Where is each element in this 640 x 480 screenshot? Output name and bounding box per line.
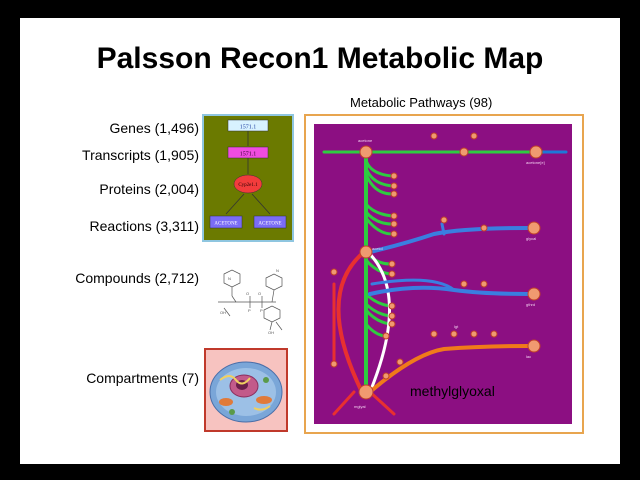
map-node-acetone: acetone [358, 138, 373, 143]
label-genes: Genes (1,496) [109, 120, 200, 136]
gene-node-label: 1571.1 [240, 125, 257, 131]
transcript-node [227, 146, 269, 159]
svg-text:N: N [276, 268, 279, 273]
svg-text:P: P [248, 308, 251, 313]
gpr-diagram: 1571.1 1571.1 Cyp2e1.1 ACETONE ACETONE [202, 114, 294, 242]
svg-text:O: O [246, 291, 249, 296]
pathways-caption: Metabolic Pathways (98) [350, 95, 493, 110]
svg-text:N: N [228, 276, 231, 281]
gene-node [227, 119, 269, 132]
reaction-node-b-label: ACETONE [258, 222, 281, 227]
map-node-gthrd: gthrd [526, 302, 535, 307]
map-node-glycal: glycal [526, 236, 536, 241]
map-node-acetone-e: acetone[e] [526, 160, 545, 165]
compound-structure-image: N O O P P N OH OH [206, 264, 296, 336]
methylglyoxal-label: methylglyoxal [410, 383, 495, 399]
label-compounds: Compounds (2,712) [75, 270, 199, 286]
reaction-node-b [253, 215, 287, 229]
map-node-lgt: lgt [454, 324, 459, 329]
metabolic-map: acetone acetone[e] acetol glycal mglyal … [314, 124, 572, 424]
metabolic-map-frame: acetone acetone[e] acetol glycal mglyal … [304, 114, 584, 434]
svg-text:OH: OH [220, 310, 226, 315]
map-node-lac: lac [526, 354, 531, 359]
label-reactions: Reactions (3,311) [89, 218, 199, 234]
label-transcripts: Transcripts (1,905) [82, 147, 199, 163]
slide-title: Palsson Recon1 Metabolic Map [96, 42, 544, 75]
svg-text:P: P [260, 308, 263, 313]
slide: Palsson Recon1 Metabolic Map Genes (1,49… [20, 18, 620, 464]
protein-node-label: Cyp2e1.1 [238, 183, 258, 188]
transcript-node-label: 1571.1 [240, 152, 257, 158]
map-node-mglyal: mglyal [354, 404, 366, 409]
label-compartments: Compartments (7) [86, 370, 199, 386]
reaction-node-a-label: ACETONE [214, 222, 237, 227]
svg-text:O: O [258, 291, 261, 296]
svg-text:OH: OH [268, 330, 274, 335]
cell-image [204, 348, 288, 432]
reaction-node-a [209, 215, 243, 229]
label-proteins: Proteins (2,004) [99, 181, 199, 197]
protein-node [233, 174, 263, 194]
map-node-acetol: acetol [372, 246, 383, 251]
